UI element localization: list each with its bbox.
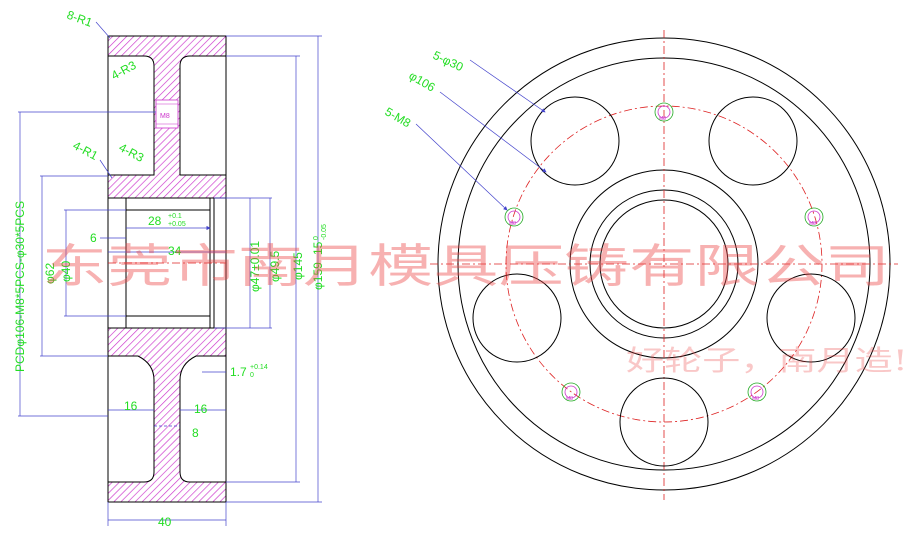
- fillet-web-upper-label: 4-R3: [109, 58, 139, 83]
- lightening-hole: [472, 273, 562, 363]
- web-center-label: 8: [192, 426, 199, 440]
- section-thread-label: M8: [160, 113, 170, 120]
- hub-length-label: 34: [168, 244, 182, 258]
- thread-hole: [155, 99, 179, 129]
- dia-47-label: φ47±0.01: [248, 241, 262, 292]
- width-label: 40: [158, 515, 172, 529]
- svg-text:M8: M8: [566, 396, 573, 402]
- thread-mark: M8: [654, 102, 674, 122]
- thread-mark: M8: [504, 207, 524, 227]
- bore-length-label: 28: [148, 214, 162, 228]
- lightening-hole: [619, 377, 709, 467]
- svg-text:M8: M8: [752, 396, 759, 402]
- dia-15-tol-lower: -0.05: [321, 224, 328, 240]
- thread-mark: M8: [747, 382, 767, 402]
- dia-49-label: φ49.5: [268, 251, 282, 282]
- groove-tol-upper: +0.14: [250, 364, 268, 371]
- svg-text:M8: M8: [659, 116, 666, 122]
- fillet-top-label: 8-R1: [65, 8, 95, 30]
- dia-62-label: φ62: [43, 263, 57, 284]
- svg-text:M8: M8: [509, 221, 516, 227]
- company-watermark: 东莞市南月模具压铸有限公司: [42, 239, 890, 293]
- lightening-hole: [708, 96, 798, 186]
- bottom-rim-hatch: [107, 327, 227, 503]
- offset-6-label: 6: [90, 231, 97, 245]
- web-left-label: 16: [124, 399, 138, 413]
- dia-40-label: φ40: [59, 261, 73, 282]
- lightening-hole: [530, 96, 620, 186]
- lightening-hole: [766, 273, 856, 363]
- bore-length-tol-upper: +0.1: [168, 213, 182, 220]
- section-view: M8 8-R1 4-R3 4-R3 4-R1 PCDφ106-M8*5PCS-φ…: [13, 8, 328, 529]
- thread-mark: M8: [561, 382, 581, 402]
- web-right-label: 16: [194, 402, 208, 416]
- dia-15-label: 15: [311, 241, 325, 255]
- dia-159-label: φ159: [311, 262, 325, 290]
- hub-bore-circle: [599, 199, 729, 329]
- fillet-web-lower-label: 4-R3: [117, 140, 147, 165]
- threads-label: 5-M8: [383, 104, 414, 130]
- pcd-spec-label: PCDφ106-M8*5PCS-φ30*5PCS: [13, 201, 27, 372]
- bore-length-tol-lower: +0.05: [168, 221, 186, 228]
- holes-label: 5-φ30: [431, 48, 466, 74]
- dia-145-label: φ145: [291, 252, 305, 280]
- fillet-hub-label: 4-R1: [71, 138, 101, 163]
- groove-tol-lower: 0: [250, 372, 254, 379]
- svg-text:M8: M8: [809, 221, 816, 227]
- groove-label: 1.7: [230, 365, 247, 379]
- pcd-label: φ106: [407, 68, 438, 94]
- thread-mark: M8: [804, 207, 824, 227]
- dia-15-tol-upper: 0: [313, 236, 320, 240]
- slogan-watermark: 好轮子，南月造!: [626, 344, 908, 377]
